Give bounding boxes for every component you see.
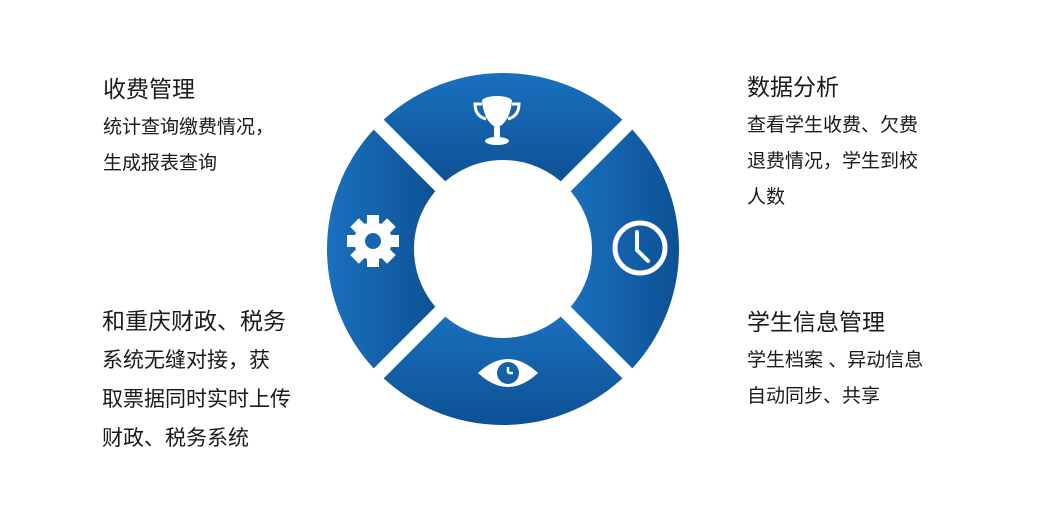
student-info-block: 学生信息管理 学生档案 、异动信息 自动同步、共享 bbox=[747, 307, 923, 415]
eye-icon bbox=[478, 359, 538, 387]
fee-line: 生成报表查询 bbox=[103, 153, 218, 174]
data-analysis-title: 数据分析 bbox=[747, 74, 839, 100]
student-line: 学生档案 、异动信息 bbox=[747, 350, 924, 371]
student-info-title: 学生信息管理 bbox=[747, 309, 885, 335]
data-analysis-block: 数据分析 查看学生收费、欠费 退费情况，学生到校 人数 bbox=[747, 72, 918, 216]
fee-line: 统计查询缴费情况， bbox=[103, 117, 275, 138]
student-line: 自动同步、共享 bbox=[747, 386, 881, 407]
clock-icon bbox=[612, 220, 668, 276]
gear-icon bbox=[347, 215, 399, 267]
finance-line: 财政、税务系统 bbox=[102, 427, 249, 450]
finance-line: 系统无缝对接，获 bbox=[102, 349, 270, 372]
finance-line: 取票据同时实时上传 bbox=[102, 388, 291, 411]
trophy-icon bbox=[473, 96, 521, 145]
ring-segment-right bbox=[553, 112, 693, 386]
finance-line: 和重庆财政、税务 bbox=[102, 308, 286, 334]
analysis-line: 查看学生收费、欠费 bbox=[747, 115, 919, 136]
analysis-line: 人数 bbox=[747, 187, 786, 208]
analysis-line: 退费情况，学生到校 bbox=[747, 151, 919, 172]
finance-integration-block: 和重庆财政、税务 系统无缝对接，获 取票据同时实时上传 财政、税务系统 bbox=[102, 302, 291, 458]
fee-management-block: 收费管理 统计查询缴费情况， 生成报表查询 bbox=[103, 74, 274, 182]
fee-management-title: 收费管理 bbox=[103, 76, 195, 102]
ring-segment-top bbox=[366, 59, 640, 199]
